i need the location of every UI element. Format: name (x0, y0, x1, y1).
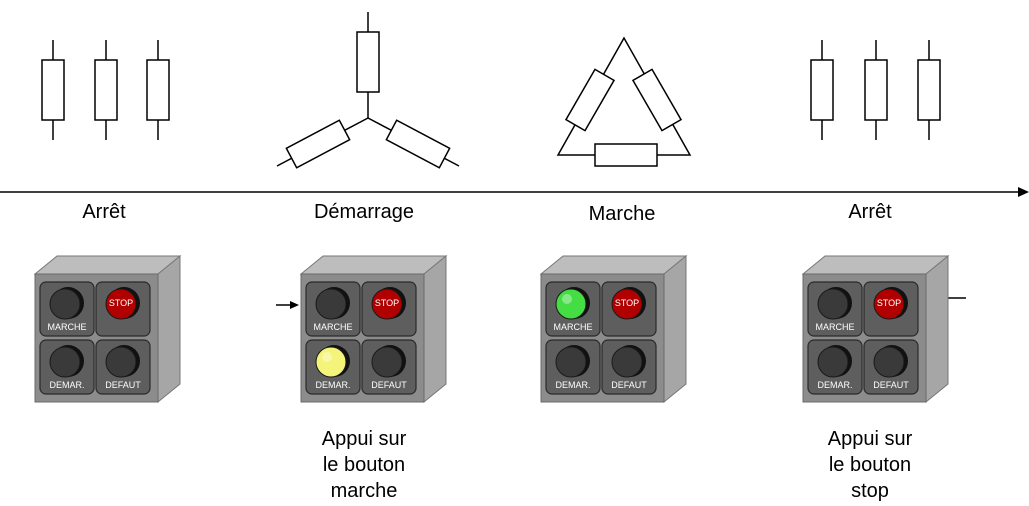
indicator-light-stop (873, 288, 905, 320)
indicator-light-marche (555, 288, 587, 320)
button-label-marche: MARCHE (815, 322, 855, 332)
caption-appui-marche: Appui sur le bouton marche (294, 426, 434, 504)
panel-graphic (539, 254, 688, 404)
button-label-stop: STOP (614, 298, 640, 308)
state-label-demarrage: Démarrage (313, 201, 415, 223)
light-glare-demar (322, 352, 332, 362)
control-panel-3: MARCHE STOP DEMAR. DEFAUT (536, 252, 690, 406)
control-panel-1: MARCHE STOP DEMAR. DEFAUT (30, 252, 184, 406)
button-label-stop: STOP (374, 298, 400, 308)
windings-off-2 (810, 40, 941, 140)
button-label-defaut: DEFAUT (873, 380, 909, 390)
caption-line: stop (851, 480, 889, 502)
indicator-light-marche (817, 288, 849, 320)
control-panel-2: MARCHE STOP DEMAR. DEFAUT (296, 252, 450, 406)
panel-side-face (157, 254, 181, 404)
panel-top-face (33, 255, 182, 275)
arrow-marche-indicator (276, 301, 299, 309)
button-label-stop: STOP (108, 298, 134, 308)
state-label-arret-1: Arrêt (82, 201, 126, 223)
panel-side-face (423, 254, 447, 404)
timeline-arrowhead (1018, 187, 1029, 197)
light-glare-marche (562, 294, 572, 304)
indicator-light-demar (49, 346, 81, 378)
button-label-marche: MARCHE (553, 322, 593, 332)
indicator-light-defaut (873, 346, 905, 378)
windings-star (276, 12, 460, 169)
panel-top-face (801, 255, 950, 275)
button-label-marche: MARCHE (47, 322, 87, 332)
indicator-light-stop (371, 288, 403, 320)
indicator-light-demar (555, 346, 587, 378)
button-label-demar: DEMAR. (315, 380, 351, 390)
caption-line: Appui sur (827, 428, 913, 450)
windings-delta (556, 36, 692, 167)
button-label-demar: DEMAR. (49, 380, 85, 390)
button-label-defaut: DEFAUT (105, 380, 141, 390)
state-label-arret-2: Arrêt (848, 201, 892, 223)
panel-graphic (801, 254, 950, 404)
panel-top-face (299, 255, 448, 275)
indicator-light-demar (817, 346, 849, 378)
panel-side-face (663, 254, 687, 404)
indicator-light-defaut (371, 346, 403, 378)
caption-line: le bouton (828, 454, 912, 476)
panel-top-face (539, 255, 688, 275)
indicator-light-defaut (105, 346, 137, 378)
panel-graphic (33, 254, 182, 404)
indicator-light-demar (315, 346, 347, 378)
indicator-light-stop (611, 288, 643, 320)
indicator-light-stop (105, 288, 137, 320)
windings-off-1 (41, 40, 170, 140)
control-panel-4: MARCHE STOP DEMAR. DEFAUT (798, 252, 952, 406)
state-label-marche: Marche (588, 203, 656, 225)
indicator-light-defaut (611, 346, 643, 378)
caption-line: le bouton (322, 454, 406, 476)
indicator-light-marche (49, 288, 81, 320)
caption-line: marche (330, 480, 398, 502)
panel-graphic (299, 254, 448, 404)
caption-appui-stop: Appui sur le bouton stop (800, 426, 940, 504)
indicator-light-marche (315, 288, 347, 320)
button-label-demar: DEMAR. (817, 380, 853, 390)
panel-side-face (925, 254, 949, 404)
caption-line: Appui sur (321, 428, 407, 450)
button-label-defaut: DEFAUT (371, 380, 407, 390)
button-label-stop: STOP (876, 298, 902, 308)
button-label-marche: MARCHE (313, 322, 353, 332)
button-label-demar: DEMAR. (555, 380, 591, 390)
button-label-defaut: DEFAUT (611, 380, 647, 390)
